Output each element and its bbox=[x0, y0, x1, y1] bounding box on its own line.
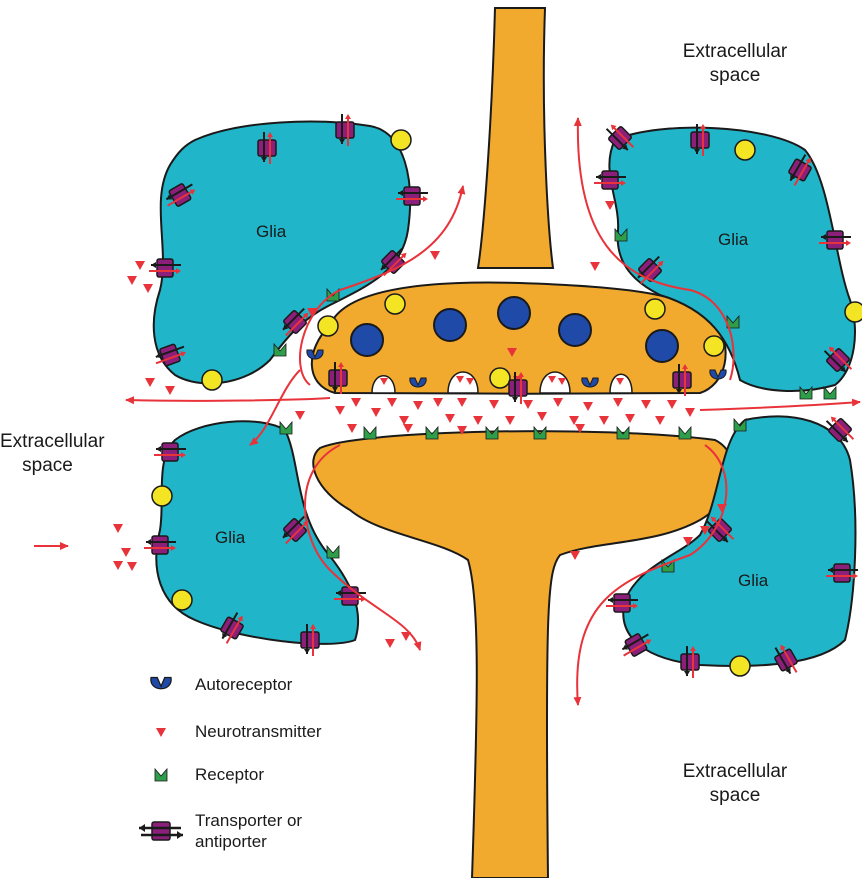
autoreceptor-icon bbox=[135, 668, 187, 702]
vesicle bbox=[559, 314, 591, 346]
glia-label-top-right: Glia bbox=[718, 230, 748, 250]
vesicle bbox=[351, 324, 383, 356]
extracellular-label-bottom-right: Extracellular space bbox=[660, 760, 810, 808]
receptor bbox=[280, 422, 292, 434]
receptor-icon bbox=[135, 758, 187, 792]
receptor bbox=[364, 427, 376, 439]
vesicle bbox=[434, 309, 466, 341]
transporter-icon bbox=[135, 814, 187, 848]
legend-neurotransmitter: Neurotransmitter bbox=[135, 715, 322, 749]
extracellular-label-top-right: Extracellular space bbox=[660, 40, 810, 88]
glia-label-bottom-right: Glia bbox=[738, 571, 768, 591]
vesicle bbox=[498, 297, 530, 329]
glia-label-bottom-left: Glia bbox=[215, 528, 245, 548]
legend-transporter: Transporter or antiporter bbox=[135, 810, 302, 853]
neurotransmitter-icon bbox=[135, 715, 187, 749]
extracellular-label-left: Extracellular space bbox=[0, 430, 95, 478]
vesicle bbox=[646, 330, 678, 362]
receptor bbox=[824, 387, 836, 399]
presynaptic-axon bbox=[478, 8, 553, 268]
glia-label-top-left: Glia bbox=[256, 222, 286, 242]
legend-receptor: Receptor bbox=[135, 758, 264, 792]
receptor bbox=[327, 546, 339, 558]
legend-autoreceptor: Autoreceptor bbox=[135, 668, 292, 702]
receptor bbox=[679, 427, 691, 439]
